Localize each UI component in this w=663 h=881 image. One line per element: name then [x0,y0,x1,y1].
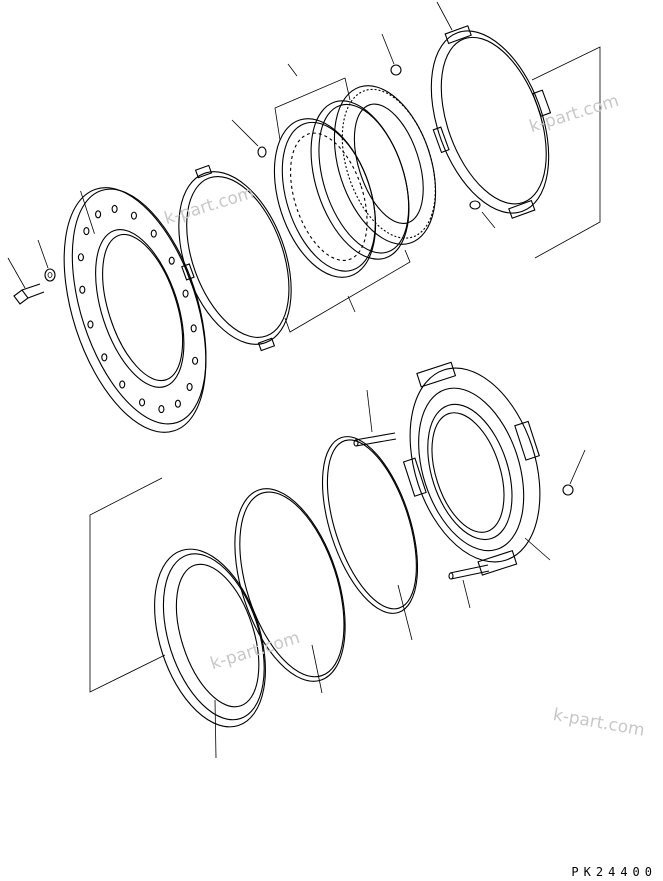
drawing-code: PK24400 [571,865,657,879]
retainer-ring [154,548,266,728]
bolt-hole [95,210,102,219]
snap-ring [231,119,267,158]
pressure-plate [430,25,552,219]
bolt-hole [101,353,108,362]
bolt-hole [83,227,90,236]
seal-ring-2 [234,488,346,682]
separator-plate [178,164,292,352]
bolt-hole [139,398,146,407]
bolt [7,257,45,305]
nut [381,33,402,76]
bolt-hole [174,399,181,408]
friction-disc-2 [333,85,437,245]
flange-disc [63,187,207,433]
washer [37,239,56,282]
friction-disc [273,118,377,278]
bolt-hole [182,289,189,298]
bolt-hole [79,285,86,294]
bolt-hole [111,204,118,213]
pressure-plate-bracket [531,46,601,259]
pin [436,1,496,229]
bolt-hole [119,380,126,389]
plug [524,449,586,561]
seal-ring-1 [321,436,419,614]
flange-bolt-holes [77,204,199,414]
lower-bracket [89,477,166,693]
bolt-hole [190,324,197,333]
bolt-hole [77,253,84,262]
bolt-hole [150,229,157,238]
bolt-hole [168,256,175,265]
bolt-hole [186,382,193,391]
bolt-hole [158,405,165,414]
bolt-hole [87,320,94,329]
bolt-hole [192,356,199,365]
disc-pack-bracket [274,63,411,333]
piston-housing [402,361,541,576]
dowel-pin [353,389,490,609]
bolt-hole [130,211,137,220]
